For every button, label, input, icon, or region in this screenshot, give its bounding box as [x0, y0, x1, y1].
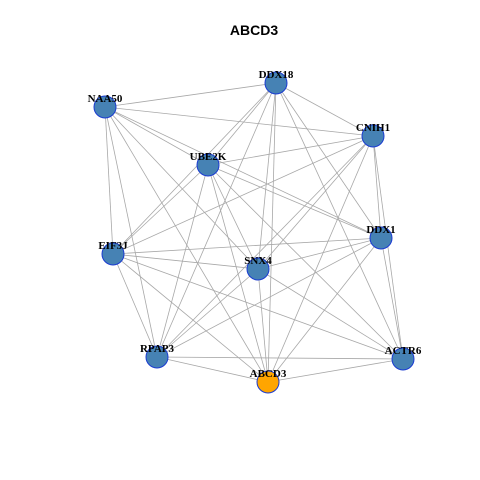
edge-ddx18-actr6 [275, 82, 404, 360]
edge-cnih1-rpap3 [156, 135, 374, 358]
edge-ddx1-eif3j [112, 237, 382, 255]
edge-naa50-eif3j [104, 106, 114, 255]
edge-naa50-rpap3 [104, 106, 158, 358]
edge-ddx1-rpap3 [156, 237, 382, 358]
edge-snx4-rpap3 [156, 268, 259, 358]
node-ddx1[interactable] [369, 226, 393, 250]
node-layer [93, 71, 415, 394]
node-label-ddx1: DDX1 [366, 224, 395, 236]
node-snx4[interactable] [246, 257, 270, 281]
node-cnih1[interactable] [361, 124, 385, 148]
edge-rpap3-abcd3 [156, 356, 269, 383]
node-label-naa50: NAA50 [88, 93, 123, 105]
diagram-title: ABCD3 [230, 22, 278, 38]
edge-naa50-ube2k [104, 106, 209, 166]
node-actr6[interactable] [391, 347, 415, 371]
edge-ddx1-snx4 [257, 237, 382, 270]
edge-ddx18-ddx1 [275, 82, 382, 239]
edge-cnih1-abcd3 [267, 135, 374, 383]
edge-ube2k-snx4 [207, 164, 259, 270]
node-label-abcd3: ABCD3 [250, 368, 287, 380]
node-label-actr6: ACTR6 [385, 345, 422, 357]
edge-snx4-actr6 [257, 268, 404, 360]
node-abcd3[interactable] [256, 370, 280, 394]
edge-ube2k-abcd3 [207, 164, 269, 383]
edge-naa50-cnih1 [104, 106, 374, 137]
edge-layer [104, 82, 404, 383]
node-label-rpap3: RPAP3 [140, 343, 175, 355]
edge-ddx18-cnih1 [275, 82, 374, 137]
node-label-ddx18: DDX18 [259, 69, 294, 81]
edge-ube2k-actr6 [207, 164, 404, 360]
edge-cnih1-ube2k [207, 135, 374, 166]
edge-eif3j-actr6 [112, 253, 404, 360]
edge-ddx18-eif3j [112, 82, 277, 255]
node-rpap3[interactable] [145, 345, 169, 369]
edge-eif3j-snx4 [112, 253, 259, 270]
node-label-eif3j: EIF3J [98, 240, 128, 252]
edge-ddx18-rpap3 [156, 82, 277, 358]
node-eif3j[interactable] [101, 242, 125, 266]
edge-cnih1-snx4 [257, 135, 374, 270]
edge-ube2k-ddx1 [207, 164, 382, 239]
edge-rpap3-actr6 [156, 356, 404, 360]
edge-ddx18-ube2k [207, 82, 277, 166]
edge-snx4-abcd3 [257, 268, 269, 383]
edge-ube2k-eif3j [112, 164, 209, 255]
edge-cnih1-ddx1 [372, 135, 382, 239]
edge-eif3j-abcd3 [112, 253, 269, 383]
node-ddx18[interactable] [264, 71, 288, 95]
node-naa50[interactable] [93, 95, 117, 119]
edge-ddx18-naa50 [104, 82, 277, 108]
node-label-snx4: SNX4 [244, 255, 272, 267]
edge-eif3j-rpap3 [112, 253, 158, 358]
edge-cnih1-actr6 [372, 135, 404, 360]
edge-naa50-snx4 [104, 106, 259, 270]
node-ube2k[interactable] [196, 153, 220, 177]
node-label-ube2k: UBE2K [190, 151, 227, 163]
node-label-cnih1: CNIH1 [356, 122, 390, 134]
edge-naa50-ddx1 [104, 106, 382, 239]
edge-actr6-abcd3 [267, 358, 404, 383]
edge-ddx18-abcd3 [267, 82, 277, 383]
edge-cnih1-eif3j [112, 135, 374, 255]
edge-ddx18-snx4 [257, 82, 277, 270]
edge-ddx1-actr6 [380, 237, 404, 360]
